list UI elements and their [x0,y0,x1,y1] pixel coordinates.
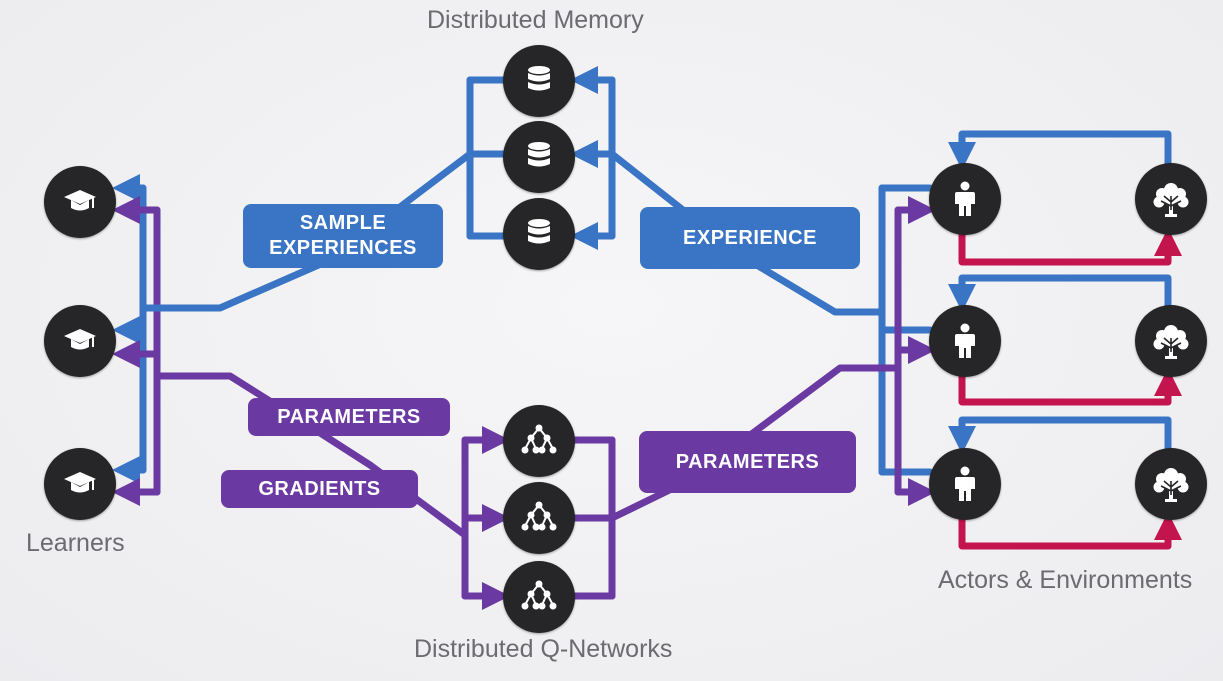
network-tree-icon [521,580,557,610]
parameters-right-path [608,364,902,522]
environment-node-2 [1135,305,1207,377]
qnetwork-node-3 [503,561,575,633]
sample-experiences-line2: EXPERIENCES [269,237,417,259]
network-tree-icon [521,501,557,531]
person-icon [955,323,975,358]
tree-icon [1153,325,1189,359]
gradients-label: GRADIENTS [221,470,418,508]
env-loop-3-blue [948,416,1172,456]
sample-experiences-line1: SAMPLE [299,212,387,234]
environment-node-3 [1135,448,1207,520]
memory-node-1 [503,45,575,117]
learner-node-2 [44,305,116,377]
qnetwork-node-1 [503,405,575,477]
learner-node-1 [44,166,116,238]
experience-path [608,150,886,316]
env-loop-1-blue [948,130,1172,172]
graduation-cap-icon [64,190,96,211]
actor-node-3 [929,448,1001,520]
parameters-left-label: PARAMETERS [248,398,450,436]
learners-caption: Learners [26,529,125,557]
actor-node-2 [929,305,1001,377]
qnetwork-node-2 [503,482,575,554]
tree-icon [1153,183,1189,217]
tree-icon [1153,468,1189,502]
parameters-right-label: PARAMETERS [639,431,856,493]
memory-node-3 [503,198,575,270]
environment-node-1 [1135,163,1207,235]
memory-node-2 [503,121,575,193]
distributed-memory-caption: Distributed Memory [427,6,644,34]
actor-node-1 [929,163,1001,235]
sample-experiences-label: SAMPLE EXPERIENCES [243,204,443,268]
person-icon [955,466,975,501]
env-loop-1-crimson [958,226,1182,266]
graduation-cap-icon [64,329,96,350]
person-icon [955,181,975,216]
graduation-cap-icon [64,472,96,493]
env-loop-3-crimson [958,510,1182,550]
database-icon [528,219,550,244]
database-icon [528,66,550,91]
env-loop-2-crimson [958,368,1182,406]
env-loop-2-blue [948,274,1172,314]
database-icon [528,142,550,167]
distributed-qnetworks-caption: Distributed Q-Networks [414,635,673,663]
experience-label: EXPERIENCE [640,207,860,269]
network-tree-icon [521,424,557,454]
learner-node-3 [44,448,116,520]
actors-environments-caption: Actors & Environments [938,566,1193,594]
